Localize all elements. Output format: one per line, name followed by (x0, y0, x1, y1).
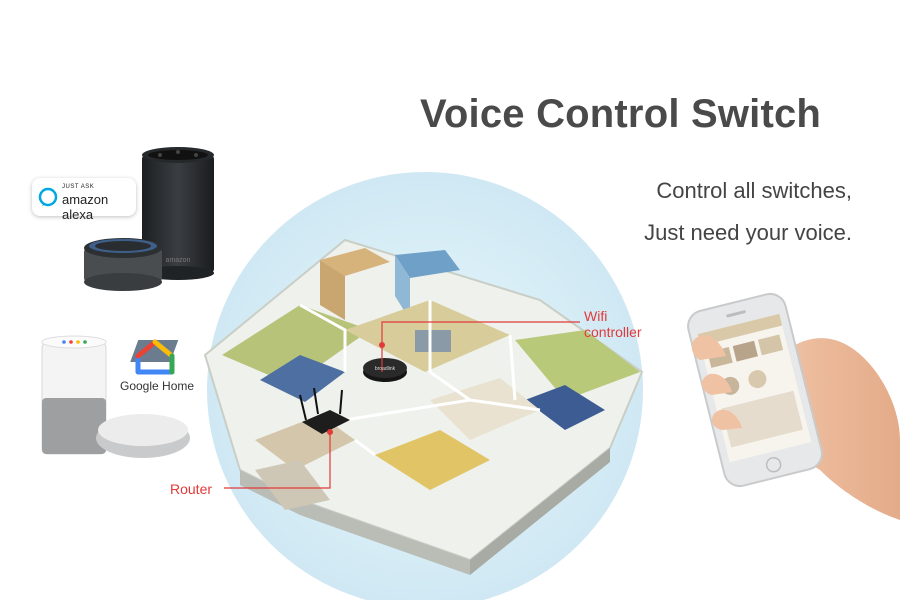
router-device (299, 387, 350, 434)
subline-control: Control all switches, (656, 178, 852, 203)
echo-dot-speaker (84, 238, 162, 291)
router-callout-line (224, 429, 333, 489)
alexa-badge-big: amazon alexa (62, 192, 109, 222)
wifi-controller-label: Wifi controller (584, 308, 642, 340)
google-home-icon (135, 339, 175, 375)
alexa-badge: JUST ASK amazon alexa (32, 178, 136, 222)
subline-voice: Just need your voice. (644, 220, 852, 245)
google-home-mini-speaker (96, 414, 190, 458)
wifi-controller-device (363, 358, 407, 382)
google-home-label: Google Home (120, 379, 195, 393)
headline: Voice Control Switch (420, 92, 822, 136)
svg-text:broadlink: broadlink (375, 366, 396, 372)
google-home-speaker (41, 335, 107, 455)
hand-holding-phone (687, 292, 900, 520)
echo-brand-text: amazon (166, 257, 191, 264)
router-label: Router (170, 481, 213, 497)
floor-plan (130, 238, 644, 575)
controller-brand: broadlink (375, 366, 396, 372)
alexa-icon (38, 187, 58, 207)
wifi-controller-callout-line (379, 321, 580, 372)
alexa-badge-small: JUST ASK (62, 184, 95, 190)
